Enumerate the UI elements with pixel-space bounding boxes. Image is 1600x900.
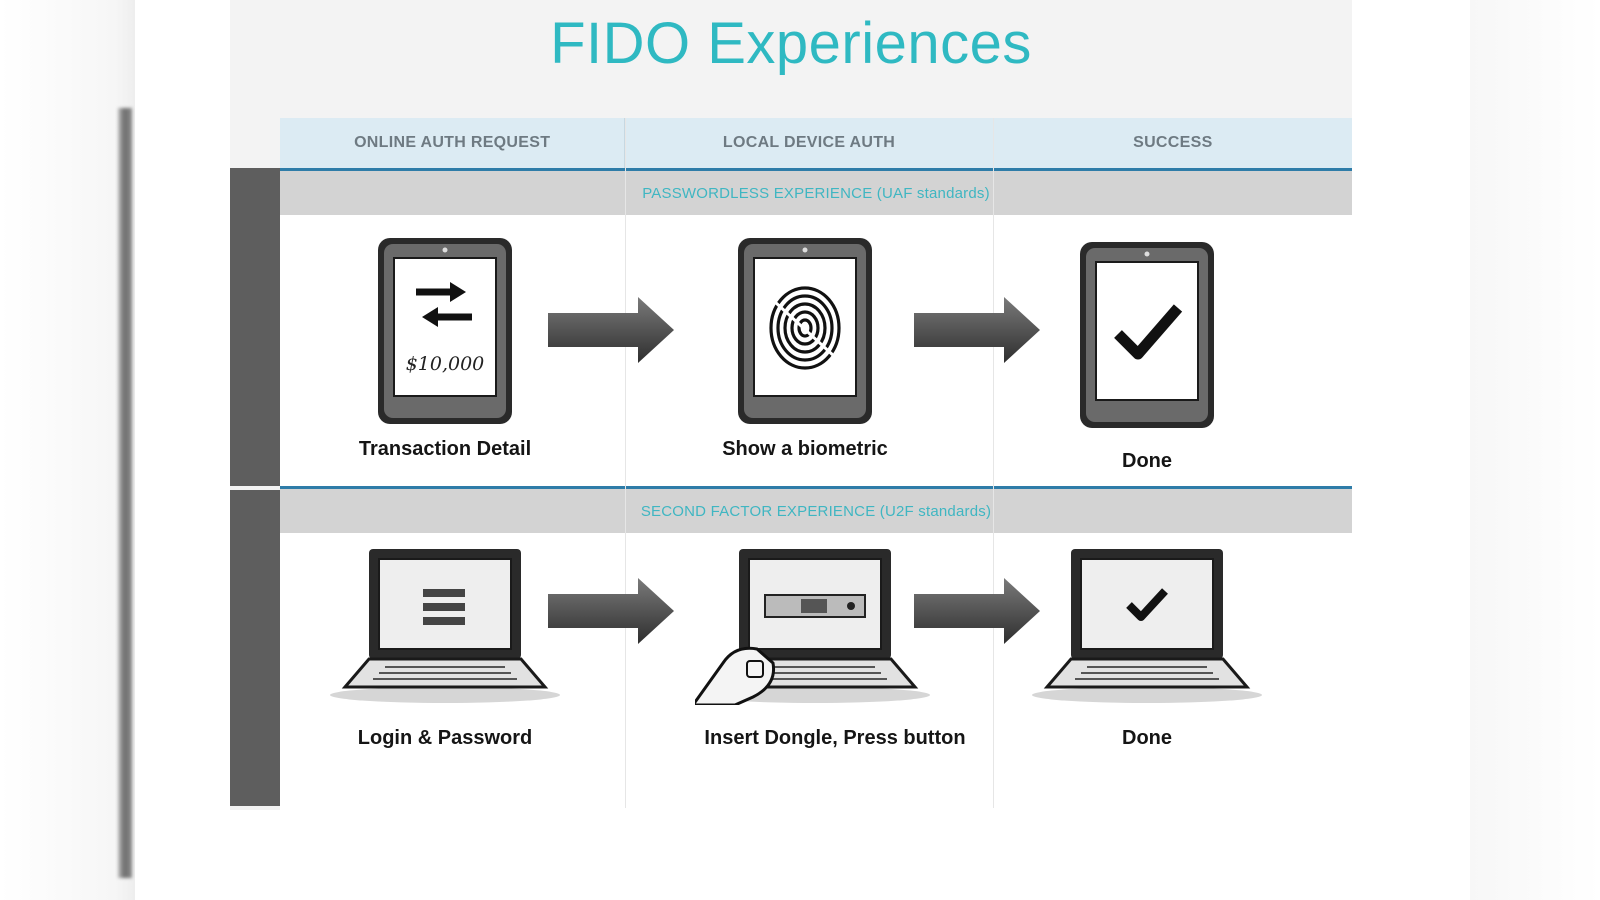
step-transaction-detail: $10,000 Transaction Detail <box>330 232 560 461</box>
section-rail-second-factor <box>230 490 280 806</box>
step-label: Insert Dongle, Press button <box>704 727 966 749</box>
column-header-online-auth: ONLINE AUTH REQUEST <box>280 118 626 168</box>
diagram-title: FIDO Experiences <box>550 11 1032 76</box>
step-show-biometric: Show a biometric <box>690 232 920 461</box>
tablet-transaction-icon: $10,000 <box>378 238 512 424</box>
step-done-passwordless: Done <box>1042 236 1252 473</box>
section-rail-passwordless <box>230 168 280 486</box>
tablet-checkmark-icon <box>1080 242 1214 428</box>
step-insert-dongle: Insert Dongle, Press button <box>650 545 980 750</box>
arrow-right-icon <box>914 297 1040 363</box>
laptop-dongle-icon <box>695 549 930 705</box>
step-label: Login & Password <box>357 727 533 749</box>
transaction-amount: $10,000 <box>406 353 485 375</box>
column-header-row: ONLINE AUTH REQUEST LOCAL DEVICE AUTH SU… <box>280 118 1352 171</box>
section-divider <box>280 486 1352 489</box>
column-separator <box>993 118 994 808</box>
section-heading-passwordless: PASSWORDLESS EXPERIENCE (UAF standards) <box>280 171 1352 215</box>
page-left-edge <box>118 108 132 878</box>
step-login-password: Login & Password <box>325 545 565 750</box>
tablet-fingerprint-icon <box>738 238 872 424</box>
page-left-margin <box>0 0 135 900</box>
column-separator <box>625 118 626 808</box>
step-label: Done <box>1122 727 1172 749</box>
laptop-login-icon <box>330 549 560 703</box>
arrow-right-icon <box>548 297 674 363</box>
column-header-local-device-auth: LOCAL DEVICE AUTH <box>625 118 994 168</box>
arrow-right-icon <box>914 578 1040 644</box>
step-label: Done <box>1122 450 1172 472</box>
laptop-checkmark-icon <box>1032 549 1262 703</box>
step-label: Transaction Detail <box>358 438 532 460</box>
arrow-right-icon <box>548 578 674 644</box>
step-label: Show a biometric <box>722 438 888 460</box>
section-heading-second-factor: SECOND FACTOR EXPERIENCE (U2F standards) <box>280 489 1352 533</box>
step-done-second-factor: Done <box>1027 545 1267 750</box>
diagram-slide: FIDO Experiences ONLINE AUTH REQUEST LOC… <box>230 0 1352 810</box>
page-right-margin <box>1470 0 1600 900</box>
column-header-success: SUCCESS <box>1133 134 1213 151</box>
